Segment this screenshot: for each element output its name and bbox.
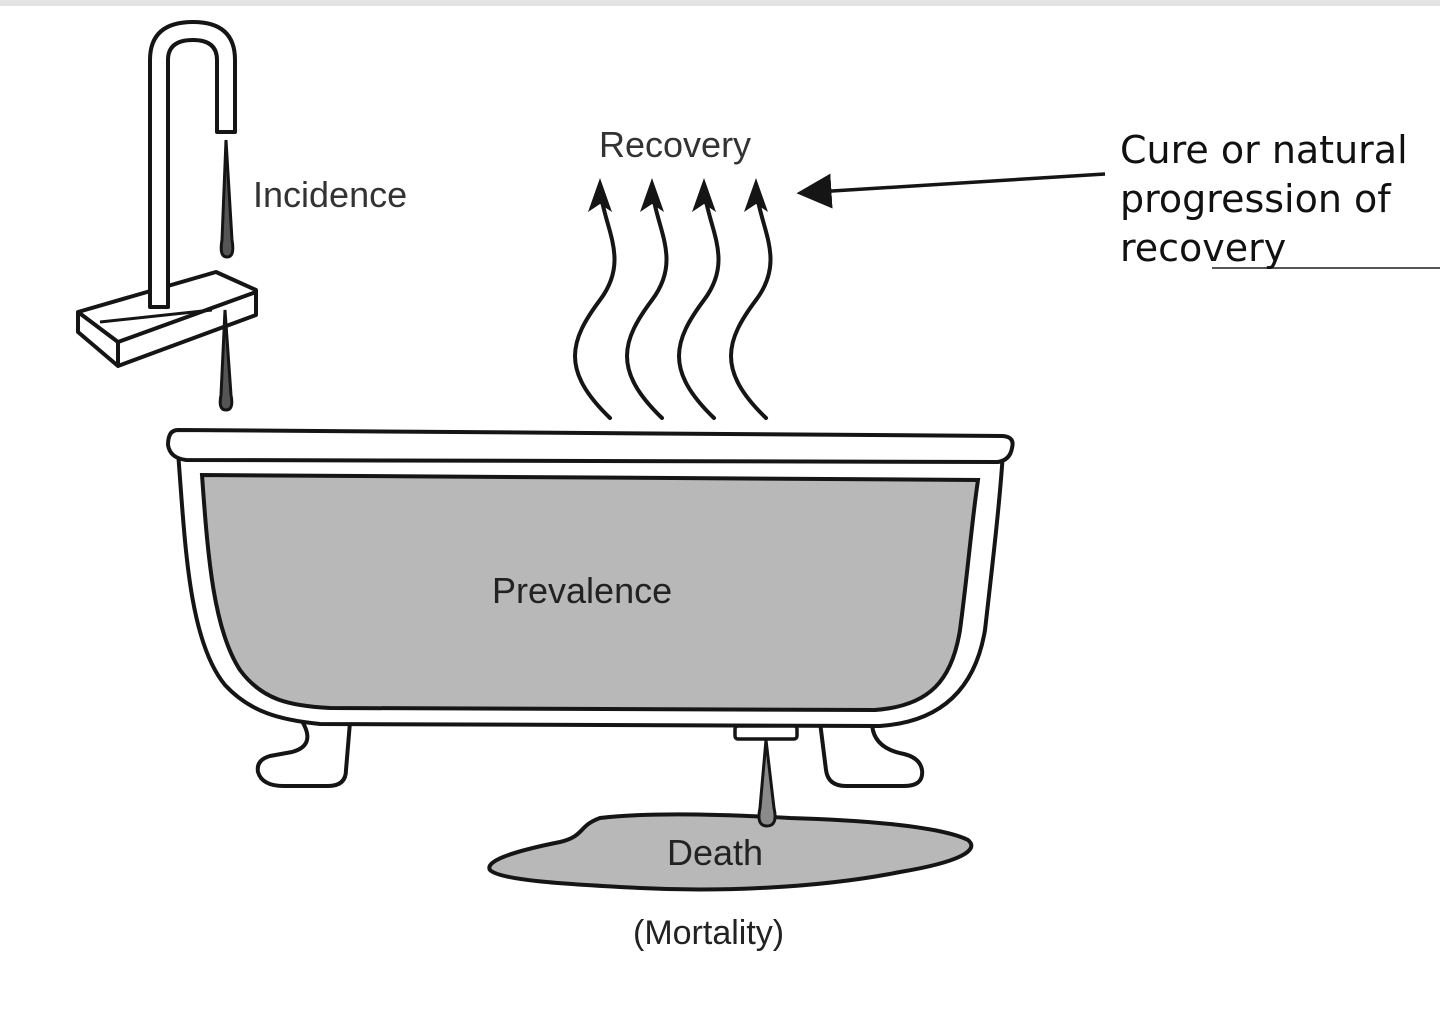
death-label: Death bbox=[667, 832, 764, 873]
incidence-label: Incidence bbox=[253, 174, 408, 215]
faucet-icon bbox=[76, 20, 258, 368]
recovery-label: Recovery bbox=[599, 124, 752, 165]
recovery-arrows bbox=[573, 188, 773, 420]
death-puddle bbox=[487, 812, 974, 892]
top-border bbox=[0, 0, 1440, 6]
prevalence-water bbox=[199, 472, 981, 713]
recovery-arrowheads bbox=[588, 178, 768, 212]
cure-annotation: Cure or natural progression of recovery bbox=[1120, 126, 1408, 273]
prevalence-label: Prevalence bbox=[492, 570, 673, 611]
cure-annotation-line-2: progression of bbox=[1120, 177, 1391, 221]
incidence-drops bbox=[218, 139, 235, 412]
cure-annotation-line-3: recovery bbox=[1120, 226, 1287, 270]
annotation-arrow bbox=[796, 172, 1106, 209]
death-drip bbox=[757, 739, 777, 828]
mortality-label: (Mortality) bbox=[633, 914, 785, 952]
tub-feet bbox=[255, 716, 925, 788]
drain bbox=[733, 724, 799, 741]
tub-rim bbox=[165, 427, 1015, 465]
cure-annotation-line-1: Cure or natural bbox=[1120, 128, 1408, 172]
